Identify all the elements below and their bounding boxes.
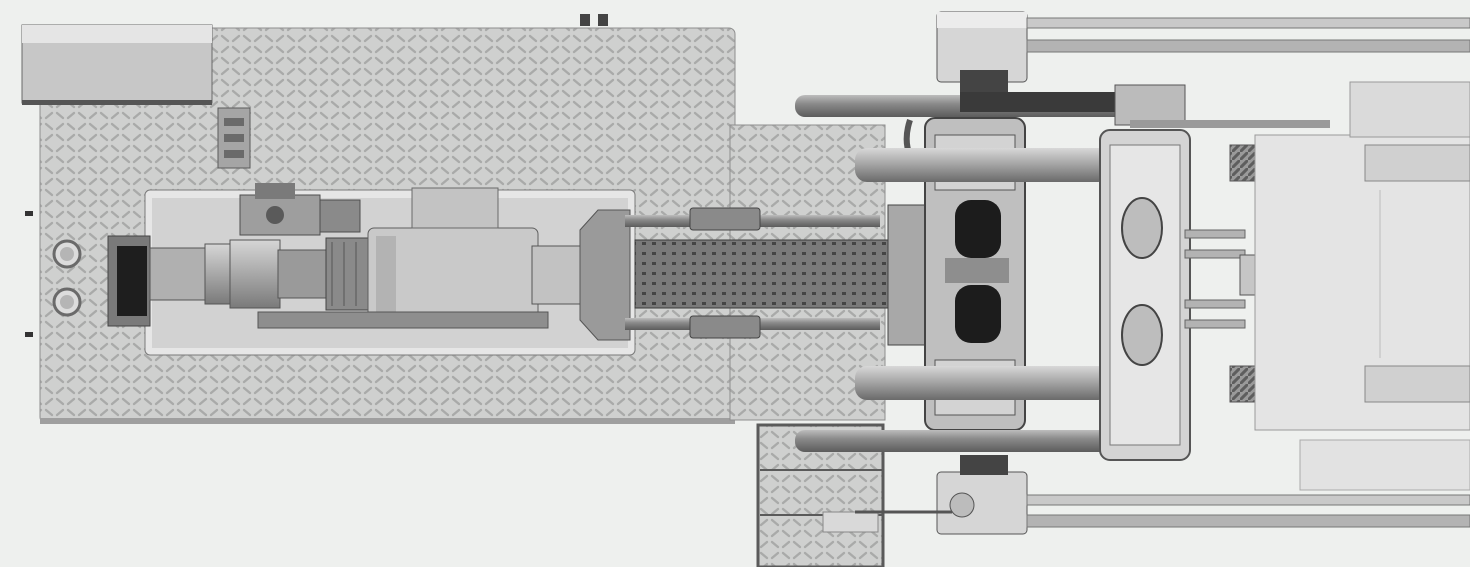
stationary-platen bbox=[887, 117, 1026, 431]
bottom-junction-box bbox=[855, 455, 1028, 535]
right-cover-bottom bbox=[1299, 439, 1470, 491]
top-manifold bbox=[1114, 84, 1330, 128]
top-valve-box bbox=[936, 11, 1028, 92]
rear-frame-black bbox=[117, 246, 147, 316]
injection-cylinders bbox=[625, 207, 880, 339]
clamp-frame-right bbox=[1254, 134, 1470, 431]
side-bolt bbox=[25, 332, 33, 337]
round-port-upper bbox=[52, 239, 82, 269]
round-port-lower bbox=[52, 287, 82, 317]
electric-motor bbox=[149, 237, 371, 311]
moving-platen bbox=[1099, 129, 1191, 461]
guide-rail-bottom bbox=[1026, 494, 1470, 528]
hydraulic-hoses-upper bbox=[795, 92, 1125, 173]
gearbox-housing bbox=[367, 187, 539, 321]
control-cabinet bbox=[21, 24, 213, 105]
connector-pair bbox=[580, 14, 608, 26]
right-cover-top bbox=[1349, 81, 1470, 138]
valve-panel bbox=[217, 107, 251, 169]
carriage-plate bbox=[531, 209, 631, 341]
hydraulic-block bbox=[239, 183, 361, 236]
hydraulic-hose-lower bbox=[795, 430, 1145, 452]
guide-rail-top bbox=[1026, 17, 1470, 53]
motor-base-rail bbox=[257, 311, 549, 329]
injection-barrel bbox=[634, 239, 896, 309]
tie-bars bbox=[855, 148, 1110, 400]
side-bolt bbox=[25, 211, 33, 216]
